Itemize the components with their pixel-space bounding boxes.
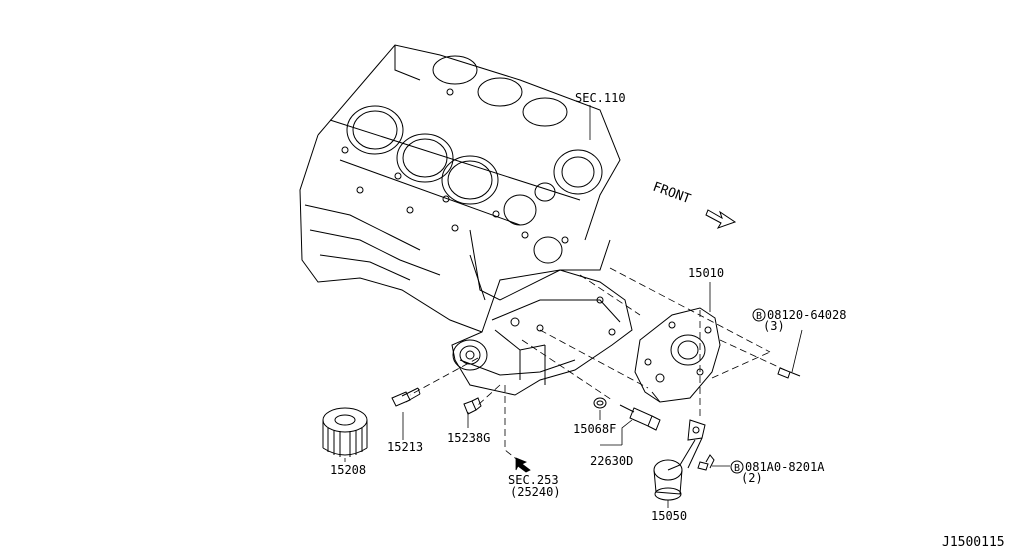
stud-15213 bbox=[391, 387, 421, 407]
label-bolt1-code: 08120-64028 bbox=[767, 308, 846, 322]
svg-text:B: B bbox=[734, 463, 740, 474]
label-15238g: 15238G bbox=[447, 431, 490, 445]
label-bolt2-code: 081A0-8201A bbox=[745, 460, 825, 474]
svg-text:B: B bbox=[756, 311, 762, 322]
label-front: FRONT bbox=[651, 180, 693, 208]
bolt-08120-64028 bbox=[777, 329, 803, 379]
label-sec253: SEC.253 bbox=[508, 473, 559, 487]
sensor-15238g bbox=[463, 397, 482, 415]
sensor-22630d bbox=[619, 404, 661, 431]
label-15208: 15208 bbox=[330, 463, 366, 477]
circled-b-icon: B bbox=[730, 460, 744, 474]
oil-filter bbox=[322, 407, 368, 457]
oil-pan bbox=[451, 269, 633, 396]
sec253-arrow-icon bbox=[515, 457, 531, 473]
label-15010: 15010 bbox=[688, 266, 724, 280]
label-bolt1-qty: (3) bbox=[763, 319, 785, 333]
front-arrow-icon bbox=[705, 209, 737, 229]
label-sec110: SEC.110 bbox=[575, 91, 626, 105]
label-15068f: 15068F bbox=[573, 422, 616, 436]
gasket-15068f bbox=[593, 397, 607, 409]
oil-strainer bbox=[653, 419, 706, 501]
circled-b-icon: B bbox=[752, 308, 766, 322]
oil-pump bbox=[634, 307, 721, 403]
bolt-081a0-8201a bbox=[697, 454, 715, 471]
label-sec253-sub: (25240) bbox=[510, 485, 561, 499]
diagram-id: J1500115 bbox=[942, 535, 1005, 550]
engine-block bbox=[299, 44, 621, 333]
assembly-lines bbox=[409, 267, 786, 463]
leader-lines bbox=[344, 105, 730, 508]
label-22630d: 22630D bbox=[590, 454, 633, 468]
label-15050: 15050 bbox=[651, 509, 687, 523]
label-bolt2-qty: (2) bbox=[741, 471, 763, 485]
label-15213: 15213 bbox=[387, 440, 423, 454]
